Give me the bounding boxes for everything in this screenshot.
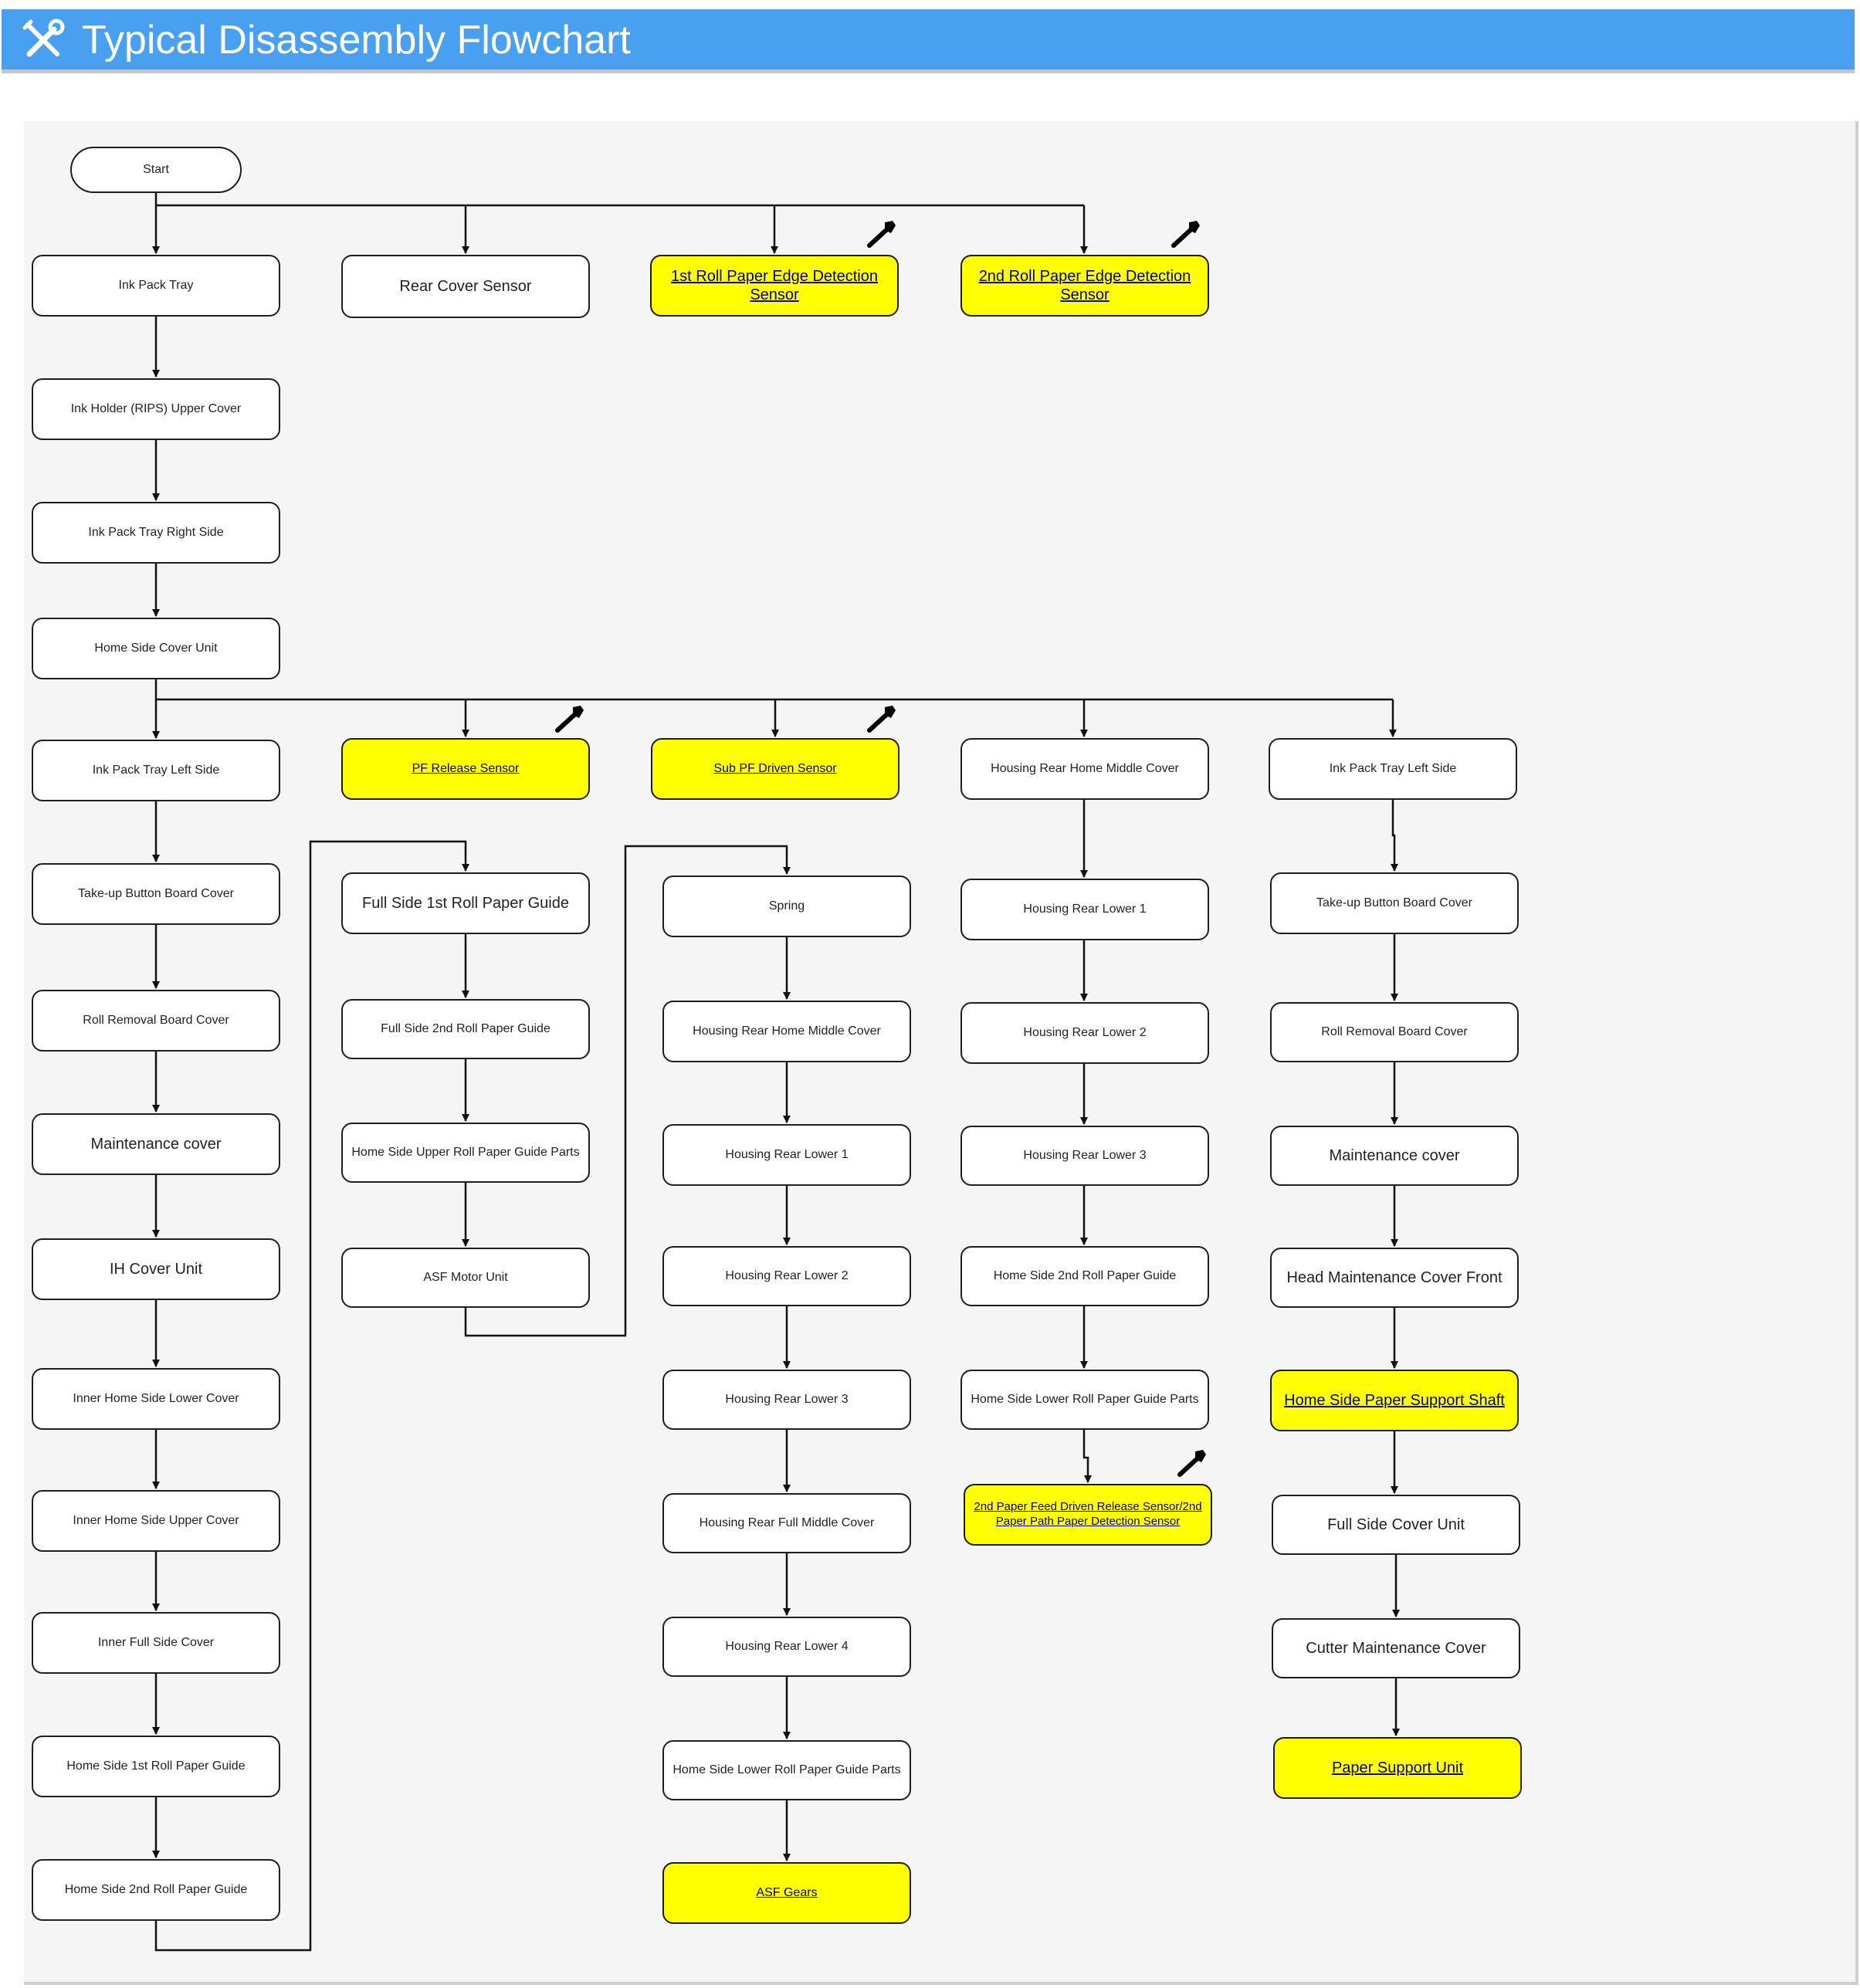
wrench-icon — [867, 221, 896, 248]
node-housing-rear-lower-1-b: Housing Rear Lower 1 — [960, 879, 1209, 940]
node-home-side-2nd-roll-paper-guide: Home Side 2nd Roll Paper Guide — [32, 1859, 280, 1921]
link-pf-release-sensor[interactable]: PF Release Sensor — [341, 738, 590, 800]
node-full-side-1st-roll-paper-guide: Full Side 1st Roll Paper Guide — [341, 872, 590, 934]
node-home-side-1st-roll-paper-guide: Home Side 1st Roll Paper Guide — [32, 1736, 280, 1797]
wrench-icon — [1171, 221, 1200, 248]
link-home-side-paper-support-shaft[interactable]: Home Side Paper Support Shaft — [1270, 1370, 1519, 1431]
node-housing-rear-lower-3-b: Housing Rear Lower 3 — [960, 1126, 1209, 1186]
node-ih-cover-unit: IH Cover Unit — [32, 1238, 280, 1300]
node-takeup-button-board-cover-b: Take-up Button Board Cover — [1270, 872, 1519, 934]
header-bar: Typical Disassembly Flowchart — [2, 9, 1855, 73]
wrench-icon — [555, 706, 584, 733]
link-sub-pf-driven-sensor[interactable]: Sub PF Driven Sensor — [651, 738, 900, 800]
link-2nd-paper-feed-sensors[interactable]: 2nd Paper Feed Driven Release Sensor/2nd… — [964, 1484, 1212, 1546]
diagram-canvas — [24, 121, 1858, 1985]
node-home-side-lower-roll-paper-guide-parts-b: Home Side Lower Roll Paper Guide Parts — [960, 1370, 1209, 1430]
node-maintenance-cover-b: Maintenance cover — [1270, 1126, 1519, 1186]
tools-icon — [22, 19, 65, 57]
wrench-icon — [1177, 1450, 1206, 1477]
node-maintenance-cover: Maintenance cover — [32, 1113, 280, 1175]
node-home-side-cover-unit: Home Side Cover Unit — [32, 618, 280, 679]
link-1st-roll-paper-edge-sensor[interactable]: 1st Roll Paper Edge Detection Sensor — [650, 255, 899, 317]
node-ink-holder-upper-cover: Ink Holder (RIPS) Upper Cover — [32, 378, 280, 440]
node-rear-cover-sensor: Rear Cover Sensor — [341, 255, 590, 318]
node-home-side-lower-roll-paper-guide-parts: Home Side Lower Roll Paper Guide Parts — [662, 1740, 911, 1800]
node-housing-rear-home-middle-cover: Housing Rear Home Middle Cover — [662, 1001, 911, 1062]
node-roll-removal-board-cover: Roll Removal Board Cover — [32, 990, 280, 1052]
link-asf-gears[interactable]: ASF Gears — [662, 1862, 911, 1924]
node-inner-home-side-lower-cover: Inner Home Side Lower Cover — [32, 1368, 280, 1430]
node-housing-rear-lower-4: Housing Rear Lower 4 — [662, 1617, 911, 1677]
node-housing-rear-lower-2: Housing Rear Lower 2 — [662, 1246, 911, 1306]
node-full-side-2nd-roll-paper-guide: Full Side 2nd Roll Paper Guide — [341, 999, 590, 1059]
node-head-maintenance-cover-front: Head Maintenance Cover Front — [1270, 1248, 1519, 1308]
node-housing-rear-lower-2-b: Housing Rear Lower 2 — [960, 1002, 1209, 1064]
node-inner-home-side-upper-cover: Inner Home Side Upper Cover — [32, 1490, 280, 1552]
page-title: Typical Disassembly Flowchart — [82, 18, 631, 63]
node-home-side-upper-roll-paper-guide-parts: Home Side Upper Roll Paper Guide Parts — [341, 1123, 590, 1183]
node-ink-pack-tray-right-side: Ink Pack Tray Right Side — [32, 502, 280, 564]
node-asf-motor-unit: ASF Motor Unit — [341, 1248, 590, 1308]
node-housing-rear-lower-1: Housing Rear Lower 1 — [662, 1124, 911, 1186]
node-ink-pack-tray: Ink Pack Tray — [32, 255, 280, 317]
node-roll-removal-board-cover-b: Roll Removal Board Cover — [1270, 1002, 1519, 1062]
node-full-side-cover-unit: Full Side Cover Unit — [1272, 1495, 1520, 1555]
node-start: Start — [70, 147, 242, 193]
node-ink-pack-tray-left-side: Ink Pack Tray Left Side — [32, 740, 280, 801]
link-2nd-roll-paper-edge-sensor[interactable]: 2nd Roll Paper Edge Detection Sensor — [960, 255, 1209, 317]
node-housing-rear-full-middle-cover: Housing Rear Full Middle Cover — [662, 1493, 911, 1553]
node-ink-pack-tray-left-side-b: Ink Pack Tray Left Side — [1269, 738, 1517, 800]
node-inner-full-side-cover: Inner Full Side Cover — [32, 1612, 280, 1674]
wrench-icon — [867, 706, 896, 733]
node-housing-rear-lower-3: Housing Rear Lower 3 — [662, 1370, 911, 1430]
node-cutter-maintenance-cover: Cutter Maintenance Cover — [1272, 1618, 1520, 1678]
node-spring: Spring — [662, 875, 911, 937]
node-housing-rear-home-middle-cover-top: Housing Rear Home Middle Cover — [960, 738, 1209, 800]
node-home-side-2nd-roll-paper-guide-b: Home Side 2nd Roll Paper Guide — [960, 1246, 1209, 1306]
link-paper-support-unit[interactable]: Paper Support Unit — [1273, 1737, 1522, 1799]
node-takeup-button-board-cover: Take-up Button Board Cover — [32, 863, 280, 925]
